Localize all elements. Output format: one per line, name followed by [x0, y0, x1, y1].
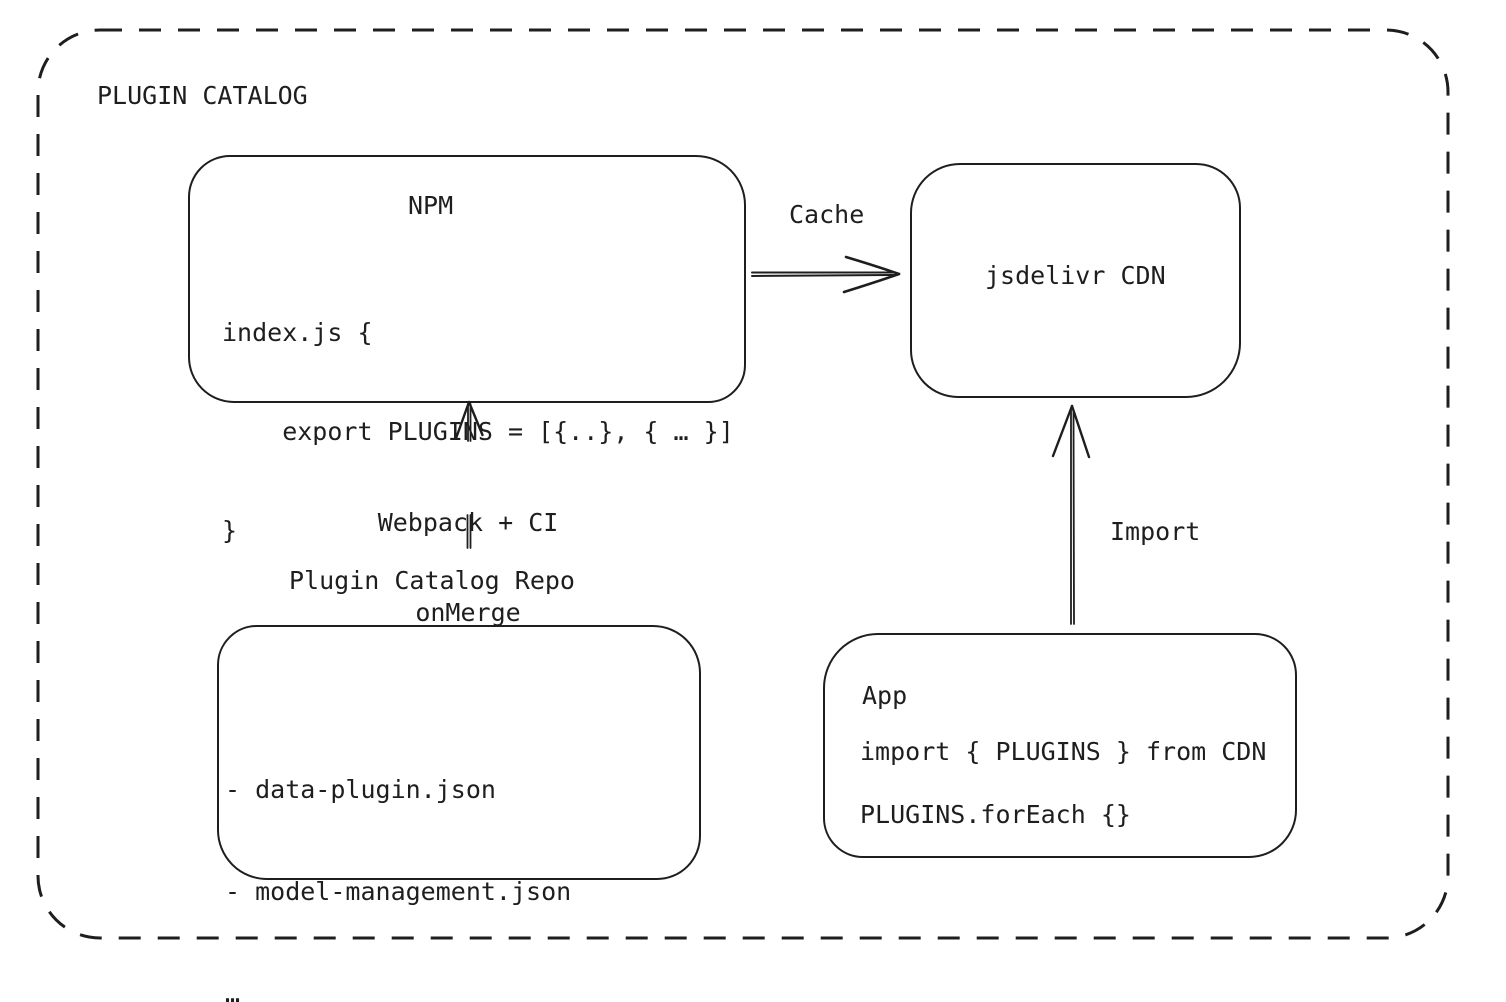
npm-code-block: index.js { export PLUGINS = [{..}, { … }… [222, 250, 734, 613]
import-arrow-label: Import [1110, 517, 1201, 546]
app-box [823, 633, 1297, 858]
repo-box [217, 625, 701, 880]
npm-code-line: index.js { [222, 318, 373, 347]
build-arrow-label-line1: Webpack + CI [377, 508, 559, 537]
repo-file-item: - model-management.json [225, 877, 572, 906]
cache-arrow-label: Cache [789, 200, 865, 229]
repo-file-item: … [225, 979, 241, 1002]
app-code-import-line: import { PLUGINS } from CDN [860, 737, 1267, 766]
app-box-title: App [862, 681, 908, 710]
diagram-title: PLUGIN CATALOG [97, 81, 308, 110]
plugin-catalog-boundary [36, 28, 1450, 940]
build-arrow-label-line2: onMerge [415, 598, 521, 627]
cache-arrow [751, 255, 901, 294]
repo-file-list: - data-plugin.json - model-management.js… [225, 705, 571, 1002]
repo-file-item: - data-plugin.json [225, 775, 496, 804]
cdn-box [910, 163, 1241, 398]
npm-box-title: NPM [408, 191, 454, 220]
cdn-box-label: jsdelivr CDN [985, 261, 1166, 290]
build-connector-line [466, 514, 472, 549]
npm-code-line: export PLUGINS = [{..}, { … }] [222, 417, 734, 446]
build-arrow-label: Webpack + CI onMerge [318, 448, 618, 688]
repo-box-label: Plugin Catalog Repo [289, 566, 575, 595]
build-arrow [455, 400, 484, 442]
import-arrow [1051, 404, 1091, 625]
npm-box [188, 155, 746, 403]
npm-code-line: } [222, 516, 238, 545]
app-code-foreach-line: PLUGINS.forEach {} [860, 800, 1131, 829]
